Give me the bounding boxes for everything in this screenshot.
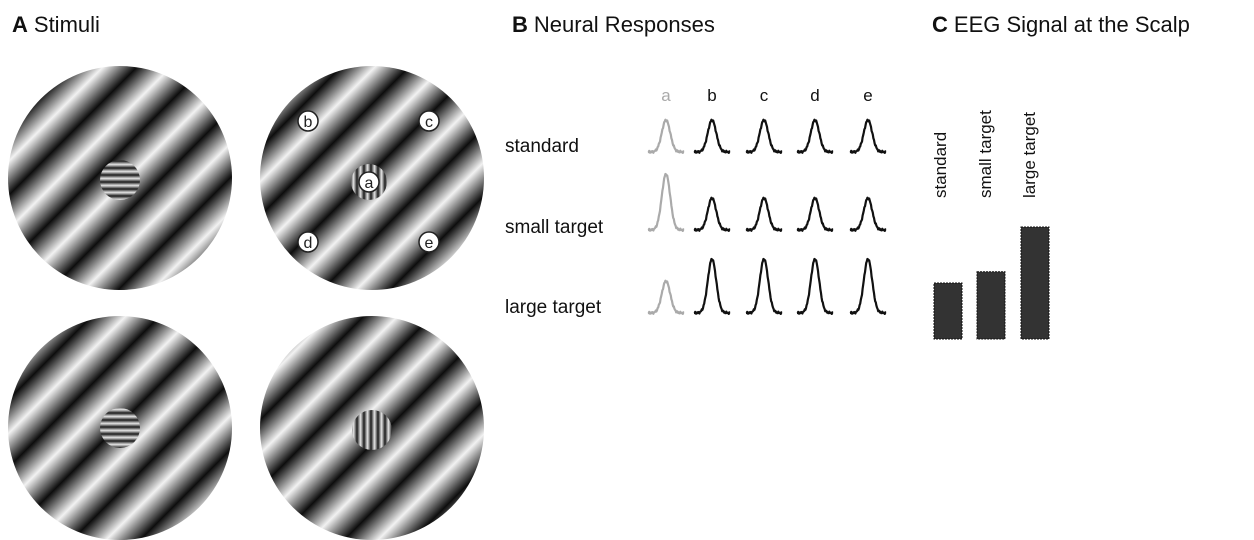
marker-b-label: b [304,114,313,131]
panel-c-letter: C [932,12,948,37]
response-wave-large-target-c [745,257,783,315]
marker-e-label: e [425,235,434,252]
marker-a: a [358,171,380,193]
column-label-b: b [707,86,717,105]
column-label-d: d [810,86,820,105]
response-wave-small-target-c [745,196,783,232]
column-label-c: c [759,86,769,105]
panel-b-letter: B [512,12,528,37]
eeg-bar-standard [933,282,963,340]
marker-b: b [297,110,319,132]
center-patch [100,160,140,200]
response-wave-small-target-e [849,196,887,232]
response-wave-standard-a [647,118,685,154]
panel-c-text: EEG Signal at the Scalp [953,12,1190,37]
response-wave-standard-e [849,118,887,154]
marker-d-label: d [304,235,313,252]
marker-a-label: a [365,175,374,192]
row-label-large-target: large target [505,297,602,318]
column-label-a: a [661,86,671,105]
eeg-bar-small-target [976,271,1006,340]
marker-c-label: c [425,114,433,131]
panel-a-text: Stimuli [33,12,100,37]
marker-e: e [418,231,440,253]
response-wave-large-target-b [693,257,731,315]
marker-d: d [297,231,319,253]
center-patch [352,410,392,450]
column-label-e: e [863,86,873,105]
marker-c: c [418,110,440,132]
stimuli-figure: a b c d e [8,66,484,540]
eeg-bar-large-target [1020,226,1050,340]
response-wave-small-target-d [796,196,834,232]
response-wave-small-target-a [647,172,685,232]
row-label-small-target: small target [505,217,604,238]
response-wave-standard-c [745,118,783,154]
panel-a-letter: A [12,12,28,37]
response-wave-large-target-e [849,257,887,315]
response-wave-large-target-d [796,257,834,315]
panel-b-text: Neural Responses [533,12,715,37]
response-wave-standard-b [693,118,731,154]
response-wave-standard-d [796,118,834,154]
response-wave-large-target-a [647,279,685,315]
center-patch [100,408,140,448]
row-label-standard: standard [505,136,579,157]
response-wave-small-target-b [693,196,731,232]
